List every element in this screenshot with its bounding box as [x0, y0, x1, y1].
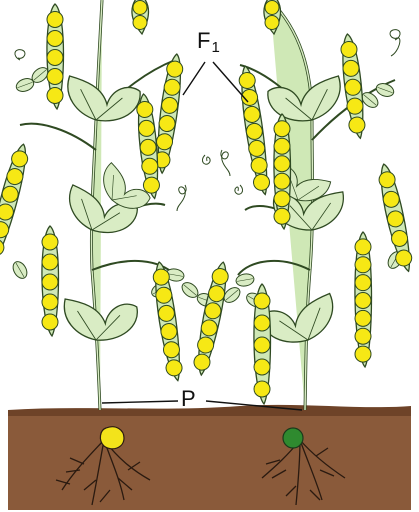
pea-pod — [339, 33, 366, 139]
pea — [254, 315, 270, 331]
green-seed-icon — [283, 428, 303, 448]
pea-pod — [0, 142, 32, 262]
pea — [47, 31, 63, 47]
pea-pod — [237, 65, 271, 196]
left-plant — [10, 0, 216, 410]
pea — [133, 1, 147, 15]
pea — [47, 69, 63, 85]
pea — [355, 275, 371, 291]
pea — [274, 191, 290, 207]
f1-letter: F — [197, 28, 210, 53]
pea — [355, 346, 371, 362]
pea-pod — [355, 232, 372, 367]
pea — [42, 314, 58, 330]
pea — [47, 12, 63, 28]
pea — [254, 359, 270, 375]
pea — [42, 234, 58, 250]
pea — [165, 359, 183, 377]
pea — [274, 138, 290, 154]
soil-surface — [8, 405, 411, 416]
pea — [274, 173, 290, 189]
pea — [252, 173, 270, 191]
pea — [355, 293, 371, 309]
pea-pod — [42, 226, 59, 336]
pea — [42, 254, 58, 270]
pea — [42, 274, 58, 290]
pea — [274, 121, 290, 137]
pea — [47, 50, 63, 66]
pea — [133, 16, 147, 30]
f1-generation-label: F1 — [197, 30, 220, 55]
pea — [42, 294, 58, 310]
right-plant — [221, 0, 405, 410]
soil — [8, 410, 411, 510]
pea — [47, 88, 63, 104]
pea — [355, 239, 371, 255]
pea — [254, 293, 270, 309]
pea — [254, 381, 270, 397]
pea-pod — [376, 162, 415, 273]
pea-pods — [0, 0, 415, 404]
pea — [265, 1, 279, 15]
pea-pod — [191, 260, 231, 376]
pea-pod — [47, 4, 64, 109]
f1-subscript: 1 — [211, 39, 219, 56]
pea-pod — [254, 284, 271, 404]
yellow-seed-icon — [100, 427, 124, 449]
pea-pod — [132, 0, 149, 34]
f1-leader-lines — [183, 62, 248, 102]
pea — [265, 16, 279, 30]
pea-pod — [274, 114, 291, 229]
pea-pod — [135, 93, 161, 199]
pea — [355, 257, 371, 273]
parent-generation-label: P — [181, 388, 196, 410]
pea — [254, 337, 270, 353]
pea — [274, 208, 290, 224]
pea — [355, 328, 371, 344]
pea — [355, 310, 371, 326]
pea — [274, 156, 290, 172]
